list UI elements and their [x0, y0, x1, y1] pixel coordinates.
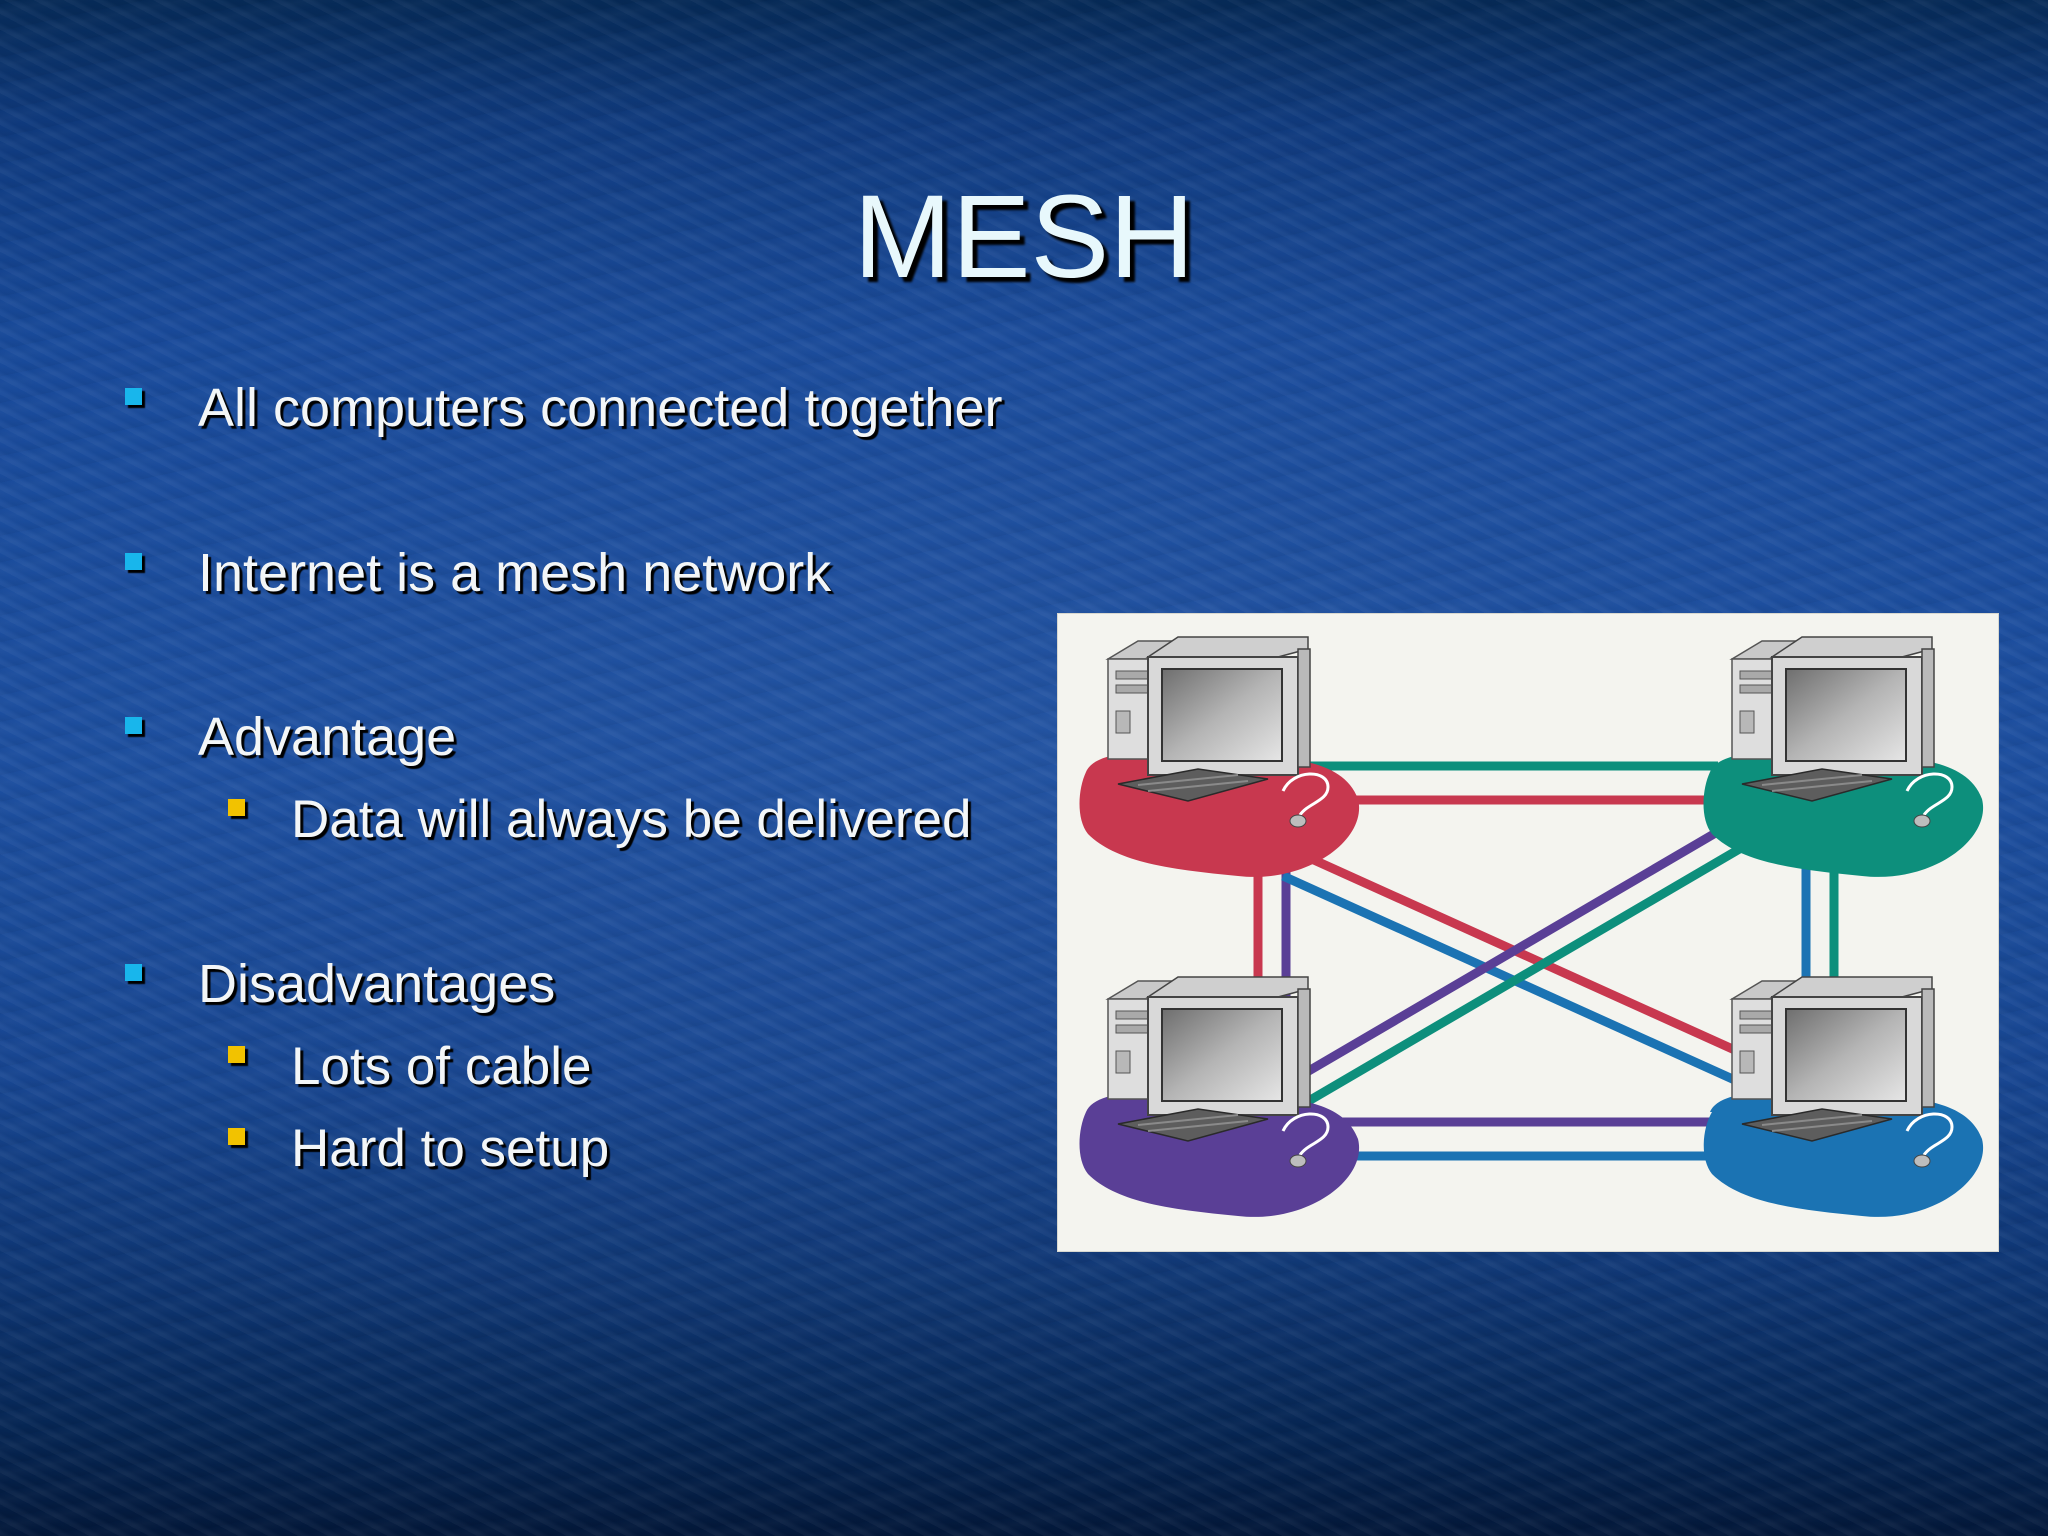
square-bullet-icon	[125, 716, 142, 734]
mesh-network-illustration	[1079, 635, 1984, 1217]
square-bullet-icon	[125, 963, 142, 981]
bullet-text: Lots of cable	[291, 1037, 592, 1096]
bullet-advantage: Advantage	[125, 706, 456, 768]
square-bullet-icon	[125, 552, 142, 570]
bullet-text: Hard to setup	[291, 1119, 610, 1178]
bullet-text: Internet is a mesh network	[198, 543, 832, 603]
bullet-text: Disadvantages	[198, 954, 556, 1014]
bullet-internet-mesh: Internet is a mesh network	[125, 542, 831, 604]
bullet-all-computers: All computers connected together	[125, 377, 1002, 439]
bullet-text: Data will always be delivered	[291, 790, 972, 849]
square-bullet-icon	[228, 1046, 245, 1063]
bullet-text: Advantage	[198, 707, 457, 767]
mesh-network-diagram	[1057, 613, 1999, 1252]
square-bullet-icon	[228, 1128, 245, 1145]
square-bullet-icon	[228, 799, 245, 816]
sub-bullet-lots-of-cable: Lots of cable	[228, 1036, 592, 1097]
bullet-text: All computers connected together	[198, 378, 1003, 438]
sub-bullet-data-delivered: Data will always be delivered	[228, 789, 972, 850]
slide-title: MESH	[853, 171, 1195, 303]
bullet-disadvantages: Disadvantages	[125, 953, 555, 1015]
square-bullet-icon	[125, 387, 142, 405]
sub-bullet-hard-to-setup: Hard to setup	[228, 1118, 609, 1179]
